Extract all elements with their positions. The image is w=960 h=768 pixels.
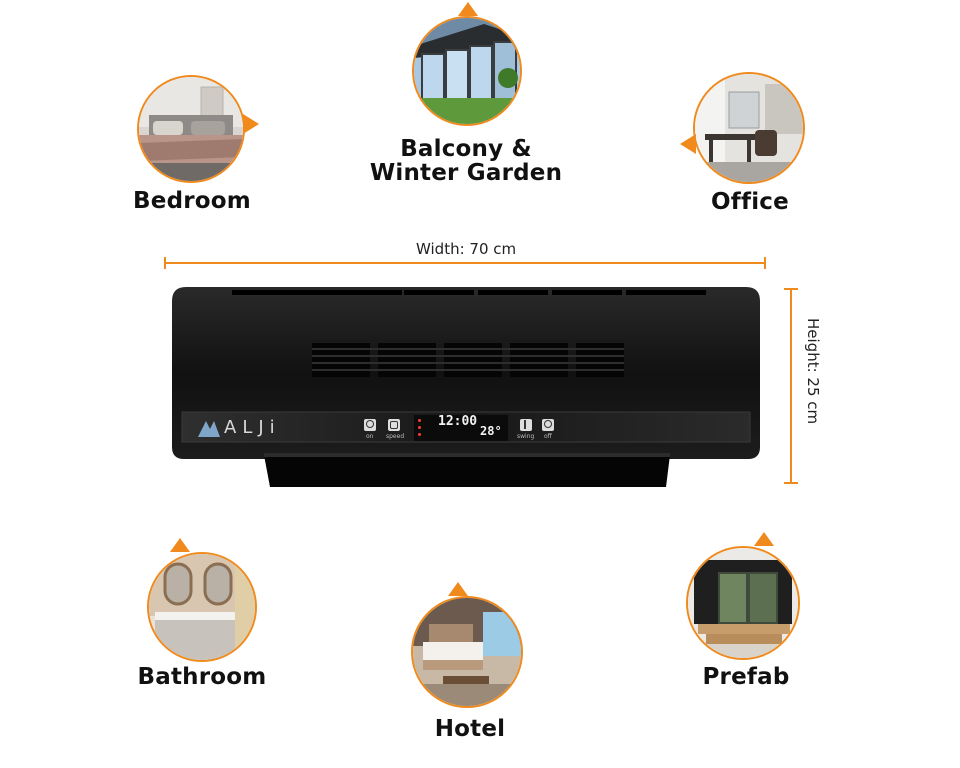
speed-button[interactable] (388, 419, 400, 431)
fan-icon (390, 421, 398, 429)
off-button[interactable] (542, 419, 554, 431)
heater-display: 12:00 28° (414, 414, 508, 441)
balcony-label-line1: Balcony & (400, 136, 532, 162)
power-off-icon (544, 420, 552, 428)
speed-button-label: speed (386, 433, 405, 440)
width-line (164, 262, 766, 264)
swing-icon (524, 420, 526, 429)
hotel-pointer (448, 582, 468, 596)
display-indicator-dots (418, 419, 421, 422)
office-label: Office (711, 189, 789, 215)
bedroom-photo (137, 75, 245, 183)
balcony-photo (412, 16, 522, 126)
height-line (790, 288, 792, 484)
on-button[interactable] (364, 419, 376, 431)
swing-button-label: swing (517, 433, 535, 440)
width-label: Width: 70 cm (416, 240, 517, 258)
width-tick-right (764, 257, 766, 269)
bathroom-photo (147, 552, 257, 662)
height-tick-bottom (784, 482, 798, 484)
heater-body (172, 287, 760, 487)
heater-brand-logo: ALJi (224, 417, 281, 438)
prefab-label: Prefab (702, 664, 790, 690)
office-pointer (680, 134, 696, 154)
prefab-pointer (754, 532, 774, 546)
bathroom-label: Bathroom (137, 664, 267, 690)
display-temperature: 28° (480, 424, 502, 438)
bathroom-pointer (170, 538, 190, 552)
wall-heater: ALJi on speed 12:00 28° swing off (172, 287, 760, 487)
on-button-label: on (366, 433, 374, 440)
office-photo (693, 72, 805, 184)
hotel-photo (411, 596, 523, 708)
bedroom-label: Bedroom (133, 188, 251, 214)
hotel-label: Hotel (434, 716, 506, 742)
balcony-label-line2: Winter Garden (369, 160, 563, 186)
display-clock: 12:00 (438, 414, 478, 429)
prefab-photo (686, 546, 800, 660)
height-label: Height: 25 cm (804, 318, 822, 425)
swing-button[interactable] (520, 419, 532, 431)
off-button-label: off (544, 433, 552, 440)
power-icon (366, 420, 374, 428)
balcony-pointer (458, 2, 478, 16)
bedroom-pointer (243, 114, 259, 134)
